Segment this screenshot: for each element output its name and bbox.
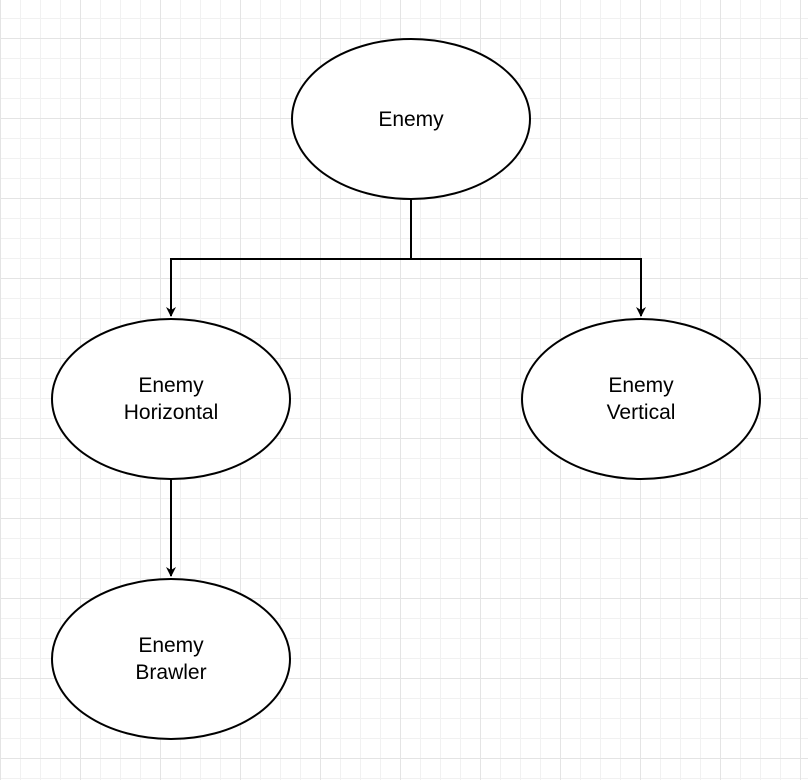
node-enemy-vertical-label-line1: Enemy xyxy=(608,374,674,397)
node-enemy-label: Enemy xyxy=(311,106,511,133)
node-enemy-brawler-label-line1: Enemy xyxy=(138,634,204,657)
node-enemy-vertical-label-line2: Vertical xyxy=(606,401,676,424)
node-enemy-vertical[interactable] xyxy=(521,318,761,480)
node-enemy-label-line1: Enemy xyxy=(378,108,444,131)
edge-enemy-to-horizontal[interactable] xyxy=(166,199,412,317)
node-enemy-brawler-label: Enemy Brawler xyxy=(71,632,271,686)
node-enemy-horizontal-label: Enemy Horizontal xyxy=(71,372,271,426)
node-enemy-horizontal-label-line1: Enemy xyxy=(138,374,204,397)
node-enemy-brawler-label-line2: Brawler xyxy=(135,661,207,684)
node-enemy-vertical-label: Enemy Vertical xyxy=(541,372,741,426)
node-enemy-horizontal[interactable] xyxy=(51,318,291,480)
node-enemy-brawler[interactable] xyxy=(51,578,291,740)
edge-enemy-to-vertical[interactable] xyxy=(411,258,646,317)
node-enemy-horizontal-label-line2: Horizontal xyxy=(123,401,219,424)
node-enemy[interactable] xyxy=(291,38,531,200)
